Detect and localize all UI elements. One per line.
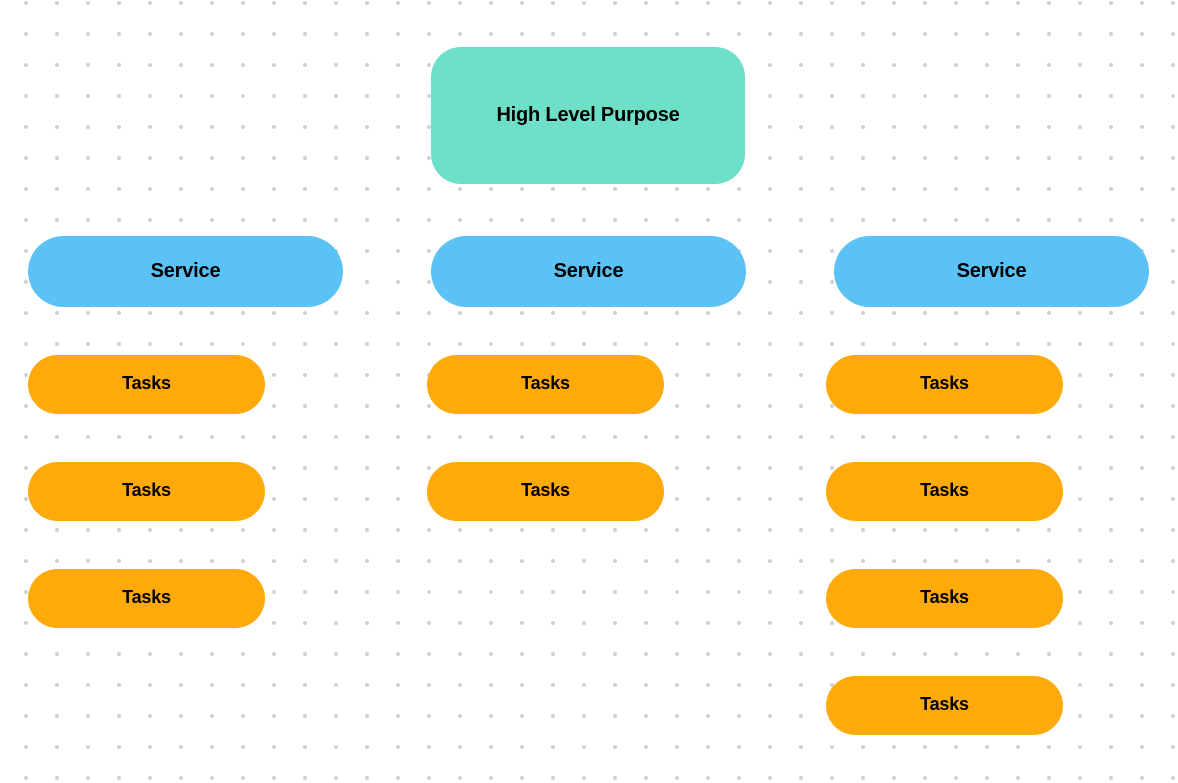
node-service-3-label: Service [956,259,1027,282]
node-task-c1-r3[interactable]: Tasks [28,569,265,628]
node-task-c3-r1-label: Tasks [920,372,969,393]
node-task-c1-r3-label: Tasks [122,586,171,607]
node-task-c2-r2-label: Tasks [521,479,570,500]
node-service-2-label: Service [553,259,624,282]
node-high-level-purpose-label: High Level Purpose [496,103,680,126]
node-task-c3-r1[interactable]: Tasks [826,355,1063,414]
node-high-level-purpose[interactable]: High Level Purpose [431,47,745,184]
node-service-1[interactable]: Service [28,236,343,307]
node-task-c1-r2[interactable]: Tasks [28,462,265,521]
node-task-c2-r2[interactable]: Tasks [427,462,664,521]
node-task-c1-r2-label: Tasks [122,479,171,500]
node-task-c1-r1-label: Tasks [122,372,171,393]
node-task-c2-r1[interactable]: Tasks [427,355,664,414]
node-task-c2-r1-label: Tasks [521,372,570,393]
node-task-c3-r4[interactable]: Tasks [826,676,1063,735]
node-task-c3-r3-label: Tasks [920,586,969,607]
node-task-c3-r2[interactable]: Tasks [826,462,1063,521]
node-service-3[interactable]: Service [834,236,1149,307]
node-task-c3-r4-label: Tasks [920,693,969,714]
node-task-c1-r1[interactable]: Tasks [28,355,265,414]
node-service-2[interactable]: Service [431,236,746,307]
node-task-c3-r2-label: Tasks [920,479,969,500]
node-service-1-label: Service [150,259,221,282]
node-task-c3-r3[interactable]: Tasks [826,569,1063,628]
